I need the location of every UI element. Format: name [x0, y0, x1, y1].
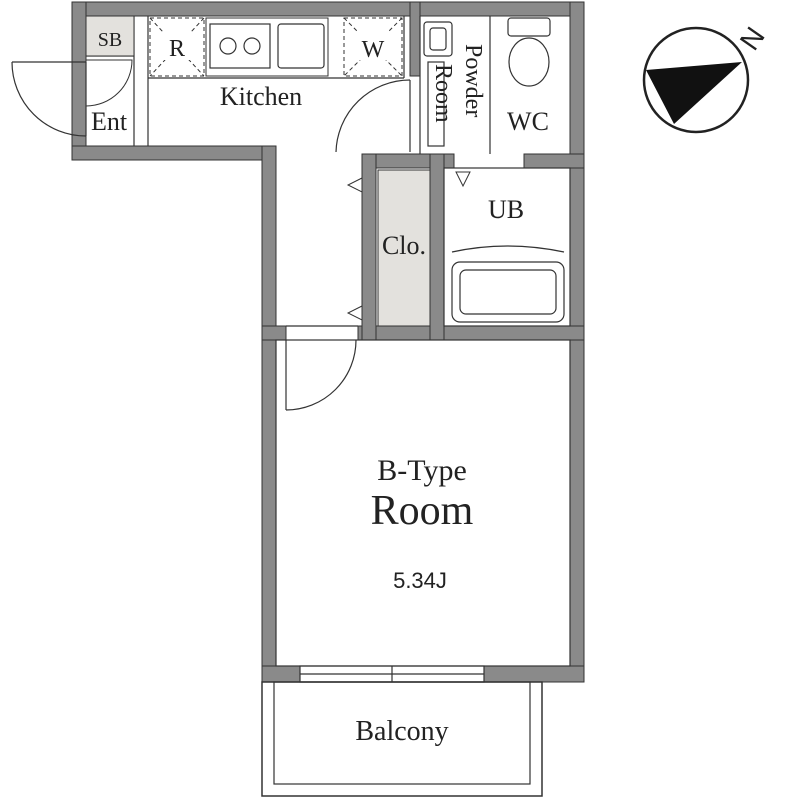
closet-door-marker-bottom	[346, 305, 363, 321]
shoe-box-label: SB	[98, 29, 122, 51]
unit-bath-curve	[451, 245, 565, 253]
wall-right	[569, 1, 585, 683]
wall-interior-horizontal	[357, 325, 585, 341]
balcony-label: Balcony	[355, 716, 448, 747]
wall-wet-vertical	[361, 153, 377, 341]
kitchen-sink	[277, 23, 325, 69]
room-type-label: B-Type	[377, 454, 467, 487]
wall-wc-divider	[409, 1, 421, 77]
closet-door-marker-top	[346, 177, 363, 193]
wash-basin	[423, 21, 453, 147]
washer-label-bg	[356, 32, 390, 60]
stove	[209, 23, 271, 69]
interior-lines	[86, 16, 571, 797]
unit-bath-label: UB	[488, 195, 524, 224]
wall-interior-left-stub	[261, 325, 287, 341]
refrigerator-label: R	[169, 36, 185, 62]
powder-room-door	[335, 79, 411, 153]
walls	[71, 1, 585, 683]
burner-left-icon	[219, 37, 237, 55]
room-name-label: Room	[371, 488, 474, 534]
washer-space	[343, 17, 403, 77]
refrigerator-label-bg	[164, 32, 190, 60]
svg-text:Powder: Powder	[460, 44, 486, 117]
wc-label: WC	[507, 107, 549, 136]
kitchen-counter-block	[205, 17, 329, 77]
toilet-icon	[507, 17, 551, 87]
wall-left-room	[261, 145, 277, 683]
compass: N	[642, 21, 771, 134]
entrance-label: Ent	[91, 107, 128, 136]
washer-label: W	[362, 37, 385, 63]
wall-bottom-right	[483, 665, 585, 683]
closet-label: Clo.	[382, 231, 426, 260]
entrance-door	[11, 61, 87, 137]
shoe-box	[85, 15, 135, 57]
room-door	[285, 339, 357, 411]
unit-bath-outline	[443, 167, 571, 327]
wall-bottom-left	[261, 665, 301, 683]
kitchen-label: Kitchen	[220, 82, 302, 111]
svg-text:Room: Room	[430, 64, 456, 123]
wall-wet-top-right	[523, 153, 585, 169]
powder-room-label: Powder Room	[430, 44, 486, 123]
entrance-closet-door	[85, 59, 133, 107]
wall-top	[71, 1, 575, 17]
wall-kitchen-bottom	[71, 145, 277, 161]
room-size-label: 5.34J	[393, 568, 447, 593]
closet	[377, 169, 431, 327]
compass-needle-icon	[646, 62, 742, 124]
wall-bath-divider	[429, 153, 445, 341]
wc-door-marker	[455, 171, 471, 188]
refrigerator-space	[149, 17, 205, 77]
bathtub-icon	[451, 261, 565, 323]
burner-right-icon	[243, 37, 261, 55]
